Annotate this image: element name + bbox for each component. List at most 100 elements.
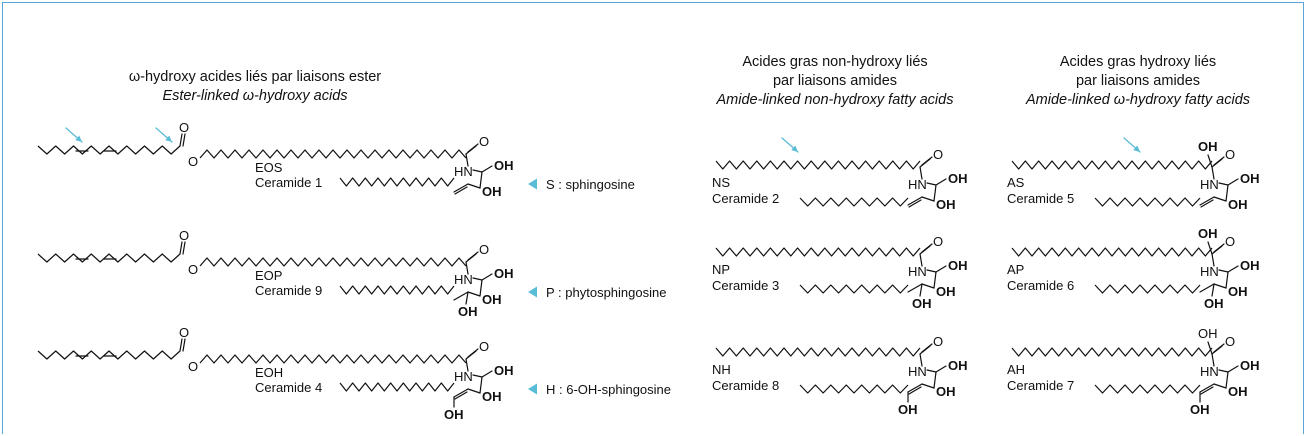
ceramide-code: AP — [1007, 262, 1024, 277]
c4-bond — [1213, 383, 1227, 389]
omega-hydroxy-acid-chain — [199, 149, 467, 159]
ester-carbonyl — [179, 133, 183, 147]
c3-bond — [1225, 371, 1229, 389]
ceramide-name: Ceramide 9 — [255, 283, 322, 298]
sphingoid-chain — [799, 284, 909, 294]
c3-hydroxyl: OH — [936, 284, 956, 299]
ceramide-name: Ceramide 1 — [255, 175, 322, 190]
c2-bond — [926, 269, 937, 273]
ester-carbonyl — [182, 338, 186, 352]
ester-carbonyl — [182, 133, 186, 147]
carbonyl-oxygen: O — [479, 339, 489, 354]
c2-bond — [472, 277, 483, 281]
ceramide-name: Ceramide 7 — [1007, 378, 1074, 393]
primary-hydroxyl: OH — [948, 258, 968, 273]
ceramide-code: NH — [712, 362, 731, 377]
c4-bond — [1213, 196, 1227, 202]
alpha-hydroxyl-bond — [1207, 154, 1213, 168]
base-marker — [528, 178, 537, 190]
omega-hydroxy-acid-chain — [199, 257, 467, 267]
c1-bond — [935, 178, 947, 186]
c4-hydroxyl: OH — [458, 304, 478, 319]
trans-double-bond — [907, 196, 923, 206]
fatty-acid-chain — [715, 247, 921, 257]
c5-bond — [907, 283, 923, 293]
carbonyl-oxygen: O — [933, 147, 943, 162]
c3-hydroxyl: OH — [1228, 384, 1248, 399]
amide-nh: HN — [1200, 364, 1219, 379]
c3-bond — [479, 376, 483, 394]
c2-bond — [472, 374, 483, 378]
amide-bond — [919, 253, 923, 267]
sphingoid-base-label: P : phytosphingosine — [546, 285, 666, 300]
trans-double-bond — [453, 183, 469, 193]
primary-hydroxyl: OH — [948, 171, 968, 186]
amide-nh: HN — [454, 272, 473, 287]
cyan-arrow-head — [1133, 145, 1140, 152]
trans-double-bond — [1199, 383, 1215, 393]
ester-carbonyl — [182, 241, 186, 255]
ester-link-oxygen: O — [188, 359, 198, 374]
c1-bond — [1227, 265, 1239, 273]
header-non-hydroxy-en: Amide-linked non-hydroxy fatty acids — [716, 92, 954, 108]
base-marker — [528, 383, 537, 395]
c3-bond — [933, 371, 937, 389]
sphingoid-chain — [339, 285, 455, 295]
ester-carbonyl — [179, 241, 183, 255]
carbonyl-bond — [921, 243, 933, 253]
c1-bond — [481, 273, 493, 281]
c1-bond — [1227, 365, 1239, 373]
sphingoid-base-label: H : 6-OH-sphingosine — [546, 382, 671, 397]
ester-link-oxygen: O — [188, 262, 198, 277]
c3-bond — [479, 171, 483, 189]
header-ester-en: Ester-linked ω-hydroxy acids — [162, 88, 348, 104]
carbonyl-oxygen: O — [1225, 334, 1235, 349]
header-hydroxy: Acides gras hydroxy liés par liaisons am… — [993, 53, 1283, 110]
amide-nh: HN — [908, 177, 927, 192]
c1-bond — [935, 265, 947, 273]
ceramide-code: AS — [1007, 175, 1025, 190]
sphingoid-chain — [799, 384, 909, 394]
header-non-hydroxy: Acides gras non-hydroxy liés par liaison… — [690, 53, 980, 110]
c4-bond — [467, 183, 481, 189]
trans-double-bond — [1199, 196, 1215, 206]
ester-link-oxygen: O — [188, 154, 198, 169]
header-hydroxy-en: Amide-linked ω-hydroxy fatty acids — [1025, 92, 1251, 108]
carbonyl-oxygen: O — [1225, 234, 1235, 249]
carbonyl-bond — [921, 343, 933, 353]
c6-hydroxyl: OH — [898, 402, 918, 417]
c3-hydroxyl: OH — [936, 197, 956, 212]
base-marker — [528, 286, 537, 298]
linoleic-chain — [37, 145, 181, 155]
c4-hydroxyl: OH — [912, 296, 932, 311]
carbonyl-bond — [1213, 156, 1225, 166]
ceramide-code: NS — [712, 175, 730, 190]
header-non-hydroxy-fr-1: Acides gras non-hydroxy liés — [742, 54, 928, 70]
fatty-acid-chain — [715, 160, 921, 170]
ceramide-name: Ceramide 5 — [1007, 191, 1074, 206]
trans-double-bond — [908, 199, 922, 208]
alpha-hydroxyl-bond — [1207, 241, 1213, 255]
c3-bond — [1225, 271, 1229, 289]
ester-carbonyl — [179, 338, 183, 352]
c3-bond — [933, 271, 937, 289]
c6-hydroxyl: OH — [444, 407, 464, 422]
trans-double-bond — [907, 383, 923, 393]
c6-hydroxyl: OH — [1190, 402, 1210, 417]
trans-double-bond — [453, 388, 469, 398]
sphingoid-chain — [1094, 197, 1201, 207]
carbonyl-oxygen: O — [1225, 147, 1235, 162]
cyan-arrow-head — [165, 135, 172, 142]
c4-hydroxyl-bond — [465, 291, 469, 305]
header-hydroxy-fr-2: par liaisons amides — [1075, 73, 1201, 89]
ceramide-name: Ceramide 6 — [1007, 278, 1074, 293]
carbonyl-bond — [467, 348, 479, 358]
c4-bond — [467, 388, 481, 394]
carbonyl-bond — [467, 251, 479, 261]
alpha-hydroxyl: OH — [1198, 139, 1218, 154]
sphingoid-chain — [1094, 284, 1201, 294]
header-non-hydroxy-fr-2: par liaisons amides — [772, 73, 898, 89]
c3-hydroxyl: OH — [482, 184, 502, 199]
